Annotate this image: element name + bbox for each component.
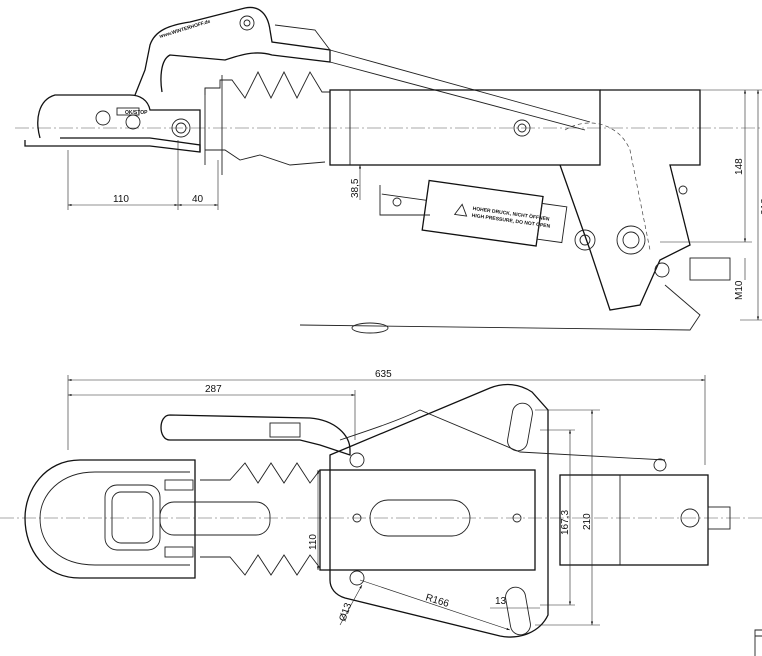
handle-pivot-icon [239, 15, 255, 31]
dim-210: 210 [582, 513, 593, 530]
bellows-top [204, 70, 330, 100]
drawbar-slot [369, 499, 471, 537]
coupling-handle [134, 6, 331, 96]
hidden-lever [564, 122, 651, 251]
dim-167-3: 167,3 [560, 510, 571, 535]
dim-dia-13: Ø13 [337, 601, 354, 623]
dim-110-plan: 110 [308, 534, 319, 550]
breakaway-cable [299, 284, 701, 331]
pivot-icon [616, 225, 646, 255]
dim-110: 110 [113, 194, 129, 205]
coupling-head [37, 94, 201, 152]
indicator-label: OK/STOP [125, 110, 148, 116]
ball-socket [104, 484, 161, 551]
plan-view: 635 287 110 [0, 369, 762, 638]
side-view: OK/STOP www.WINTERHOFF.de [15, 6, 762, 334]
brake-rod-end [689, 257, 731, 281]
warning-sticker [269, 422, 301, 438]
mounting-hole [349, 570, 365, 586]
mounting-slot [505, 586, 531, 636]
dim-13: 13 [495, 596, 507, 607]
dim-218: 218 [760, 198, 762, 215]
dim-148: 148 [734, 158, 745, 175]
drawbar-tube [329, 89, 601, 166]
rivet-icon [95, 110, 111, 126]
mounting-slot [507, 402, 533, 452]
wear-indicator-icon [125, 114, 141, 130]
coupling-handle [160, 414, 351, 456]
flange-plate [329, 383, 549, 638]
mounting-hole [349, 452, 365, 468]
dim-287: 287 [205, 384, 222, 395]
drawbar [319, 469, 536, 571]
overrun-housing [559, 89, 701, 311]
coupling-base-plate [24, 137, 201, 153]
bellows [200, 462, 321, 484]
title-block-corner [754, 629, 762, 656]
dim-38-5: 38,5 [350, 178, 361, 198]
coupling-head [24, 459, 196, 579]
dim-m10: M10 [734, 280, 745, 300]
dim-40: 40 [192, 194, 204, 205]
damper-cylinder: HOHER DRUCK, NICHT ÖFFNEN HIGH PRESSURE,… [381, 179, 568, 247]
nut-icon [513, 119, 531, 137]
dim-r166: R166 [424, 592, 450, 610]
nut-icon [171, 118, 191, 138]
brake-rod-end [707, 506, 731, 530]
side-dimensions: 110 40 38,5 148 218 M10 [67, 89, 762, 321]
brand-text: www.WINTERHOFF.de [158, 19, 211, 41]
dim-635: 635 [375, 369, 392, 380]
